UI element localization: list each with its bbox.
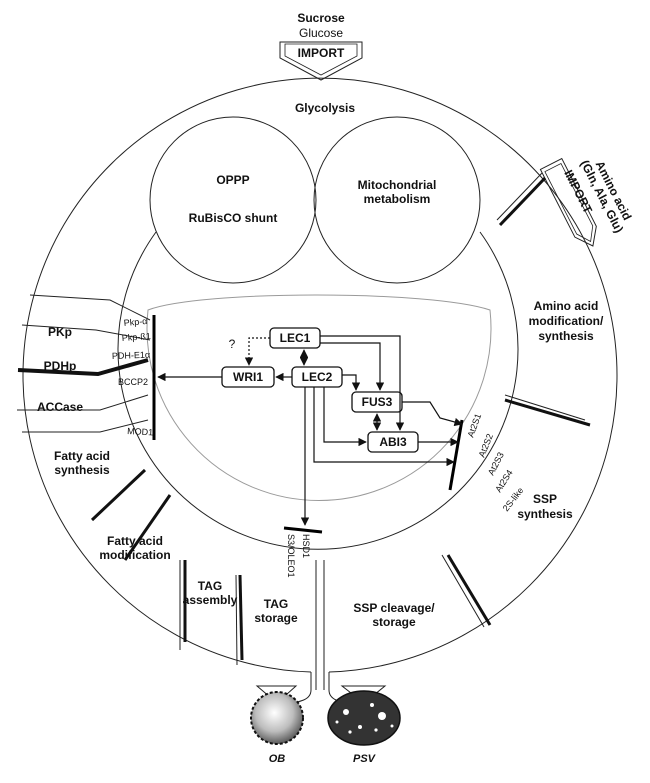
cytosol-inner-circle xyxy=(117,231,519,550)
regulatory-arrows xyxy=(157,335,463,526)
gene-hsd1: HSD1 xyxy=(301,534,311,558)
pkp-label: PKp xyxy=(48,325,72,339)
ssp-label-2: synthesis xyxy=(517,507,573,521)
bottom-gene-bar xyxy=(283,526,323,534)
nucleus-boundary xyxy=(146,294,492,501)
gene-mod1: MOD1 xyxy=(127,426,154,437)
gene-s3-oleo1: S3/OLEO1 xyxy=(286,534,296,578)
oppp-label: OPPP xyxy=(216,173,249,187)
glucose-label: Glucose xyxy=(299,26,343,40)
right-gene-bar xyxy=(448,419,464,491)
unknown-regulator-label: ? xyxy=(229,337,236,351)
tag-storage-label-2: storage xyxy=(254,611,298,625)
aa-mod-label-1: Amino acid xyxy=(534,299,599,313)
psv-label: PSV xyxy=(353,753,377,765)
ssp-cleavage-label-1: SSP cleavage/ xyxy=(353,601,435,615)
oil-body xyxy=(250,691,304,745)
import-top-label: IMPORT xyxy=(298,46,345,60)
mito-circle xyxy=(313,116,481,284)
tag-assembly-label-1: TAG xyxy=(198,579,222,593)
mito-label-1: Mitochondrial xyxy=(358,178,437,192)
psv-granules xyxy=(335,703,394,734)
mito-label-2: metabolism xyxy=(364,192,431,206)
ob-label: OB xyxy=(269,753,286,765)
wri1-label: WRI1 xyxy=(233,370,263,384)
fus3-label: FUS3 xyxy=(362,395,393,409)
lec1-label: LEC1 xyxy=(280,331,311,345)
amino-import-arrow xyxy=(539,157,597,247)
left-chevrons xyxy=(17,294,244,666)
fas-label-1: Fatty acid xyxy=(54,449,110,463)
gene-bccp2: BCCP2 xyxy=(118,377,148,387)
import-arrow-top xyxy=(279,41,363,81)
fas-label-2: synthesis xyxy=(54,463,110,477)
lec2-label: LEC2 xyxy=(302,370,333,384)
pdhp-label: PDHp xyxy=(44,359,77,373)
gene-at2s1: At2S1 xyxy=(465,412,483,438)
protein-storage-vacuole xyxy=(327,690,401,746)
tag-storage-label-1: TAG xyxy=(264,597,288,611)
fam-label-2: modification xyxy=(99,548,170,562)
rubisco-label: RuBisCO shunt xyxy=(189,211,278,225)
ssp-label-1: SSP xyxy=(533,492,557,506)
sucrose-label: Sucrose xyxy=(297,11,345,25)
gene-at2s2: At2S2 xyxy=(477,432,495,458)
import-arrow-top-inner xyxy=(284,43,358,76)
glycolysis-label: Glycolysis xyxy=(295,101,355,115)
accase-label: ACCase xyxy=(37,400,83,414)
aa-mod-label-2: modification/ xyxy=(529,314,604,328)
outer-circle xyxy=(22,77,618,673)
gene-pdh-e1a: PDH-E1α xyxy=(112,350,151,361)
tag-assembly-label-2: assembly xyxy=(183,593,238,607)
right-chevrons xyxy=(441,172,591,628)
abi3-label: ABI3 xyxy=(379,435,407,449)
gene-pkp-alpha: Pkp-α xyxy=(123,316,148,328)
gene-pkp-beta1: Pkp-ß1 xyxy=(121,331,151,343)
oppp-circle xyxy=(149,116,317,284)
fam-label-1: Fatty acid xyxy=(107,534,163,548)
aa-mod-label-3: synthesis xyxy=(538,329,594,343)
ssp-cleavage-label-2: storage xyxy=(372,615,416,629)
